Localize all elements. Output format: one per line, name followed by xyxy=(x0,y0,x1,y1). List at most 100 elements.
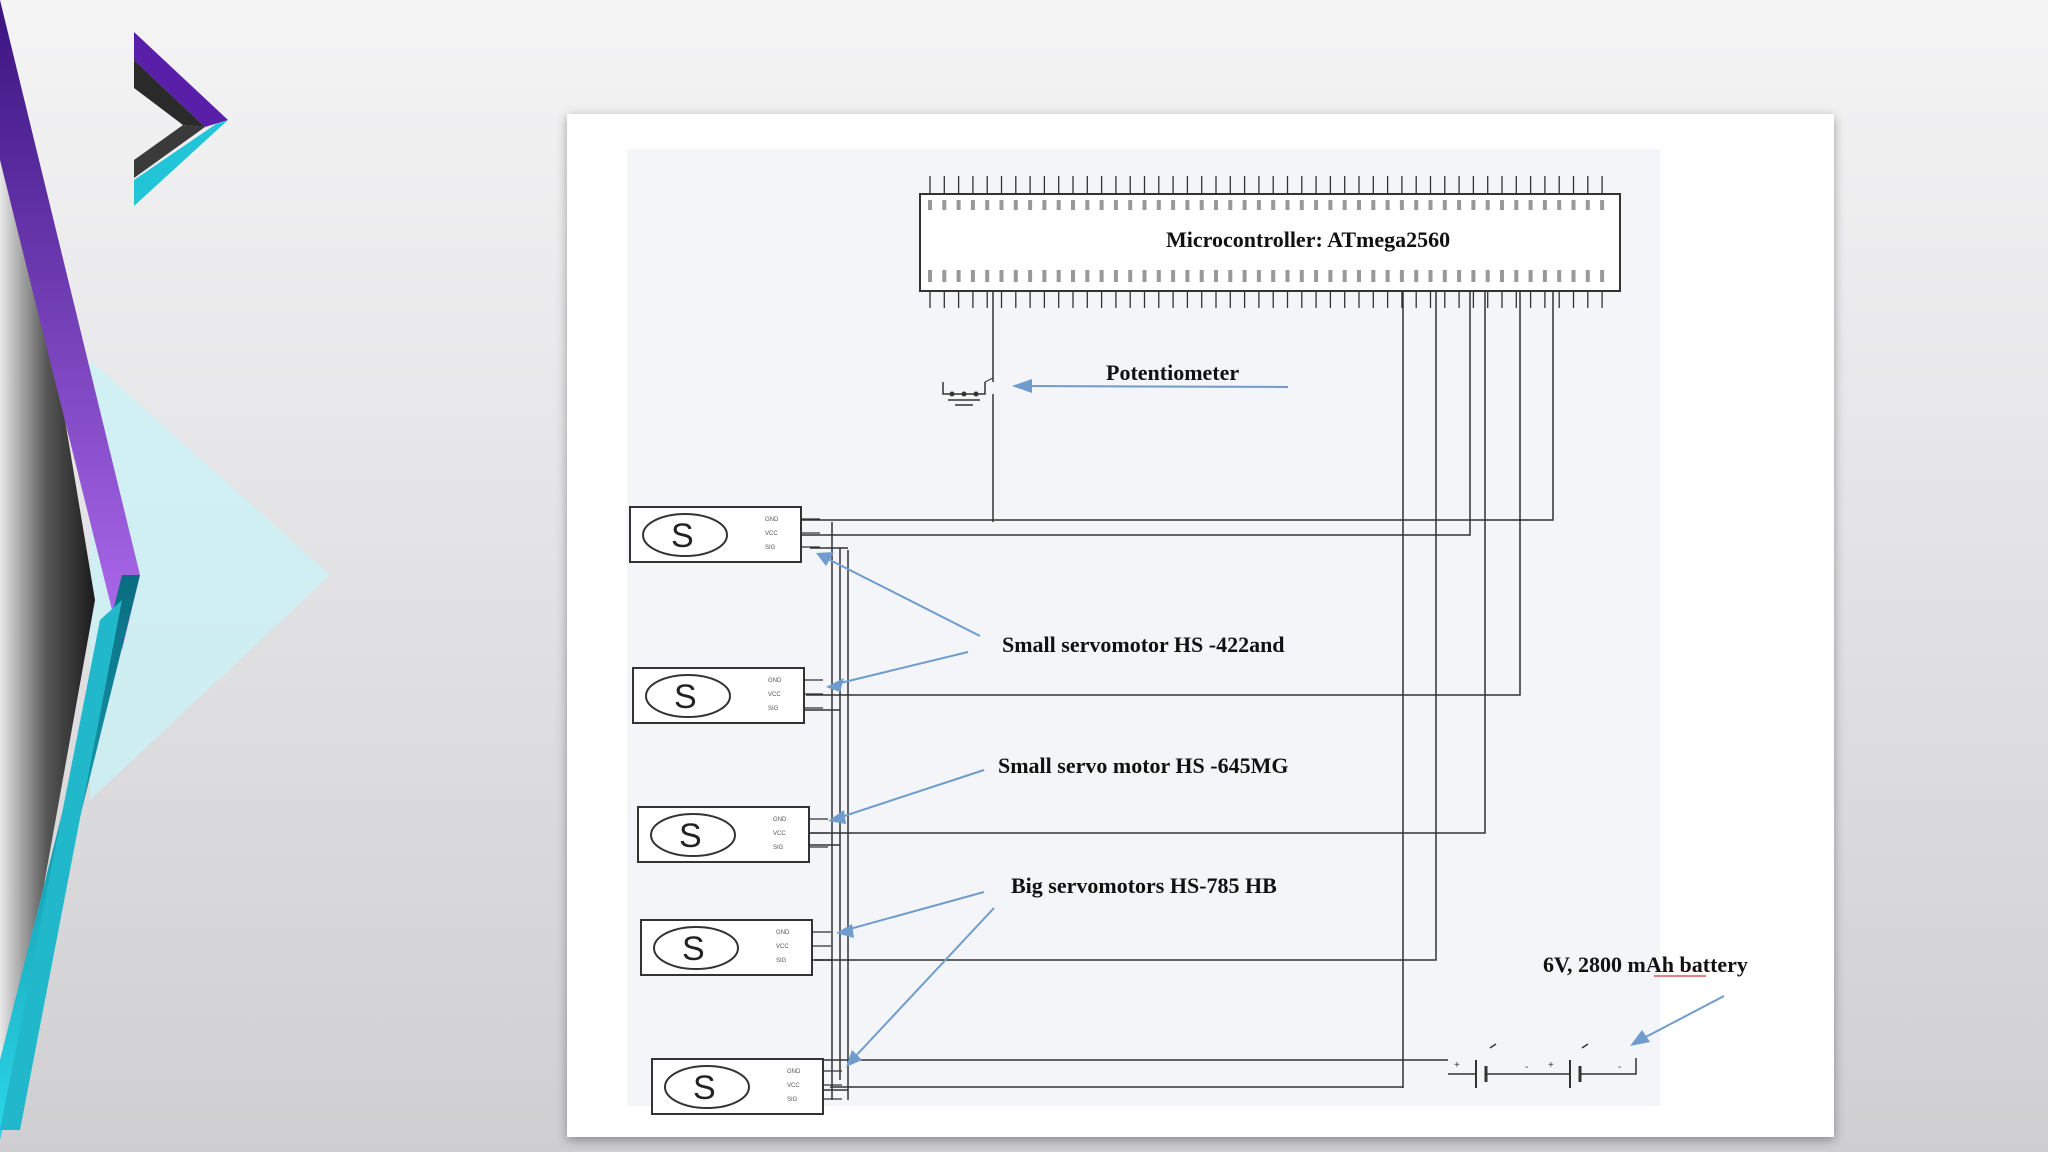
mcu-pin-mark xyxy=(1299,270,1304,282)
mcu-pin-mark xyxy=(1457,270,1462,282)
svg-text:-: - xyxy=(1618,1062,1621,1073)
microcontroller-label: Microcontroller: ATmega2560 xyxy=(1166,227,1450,252)
servo-pin-label: VCC xyxy=(773,831,786,837)
mcu-pin-mark xyxy=(1528,200,1533,210)
mcu-pin-mark xyxy=(956,200,961,210)
servo-pin-label: VCC xyxy=(768,692,781,698)
servo-pin-label: VCC xyxy=(765,531,778,537)
potentiometer-arrowhead xyxy=(1012,379,1032,393)
potentiometer xyxy=(942,377,994,406)
mcu-pin-mark xyxy=(1013,200,1018,210)
mcu-pin-mark xyxy=(1128,270,1133,282)
microcontroller-bottom-pins xyxy=(928,270,1605,308)
mcu-pin-mark xyxy=(1371,270,1376,282)
mcu-pin-mark xyxy=(1600,270,1605,282)
mcu-pin-mark xyxy=(942,200,947,210)
mcu-pin-mark xyxy=(928,270,932,282)
mcu-pin-mark xyxy=(1299,200,1304,210)
servo-pin-label: GND xyxy=(773,817,787,823)
mcu-pin-mark xyxy=(928,200,932,210)
mcu-pin-mark xyxy=(1271,200,1276,210)
mcu-pin-mark xyxy=(1214,270,1218,282)
mcu-pin-mark xyxy=(942,270,947,282)
servo-symbol-label: S xyxy=(682,930,705,968)
mcu-pin-mark xyxy=(1371,200,1376,210)
servo-symbol-label: S xyxy=(671,517,694,555)
mcu-pin-mark xyxy=(1285,270,1290,282)
mcu-pin-mark xyxy=(1442,200,1447,210)
mcu-pin-mark xyxy=(1557,200,1562,210)
mcu-pin-mark xyxy=(1528,270,1533,282)
decorative-chevrons xyxy=(0,0,330,1140)
chevron-cyan-icon xyxy=(134,120,228,206)
servo-2: S GND VCC SIG xyxy=(632,667,823,724)
mcu-pin-mark xyxy=(1156,200,1161,210)
mcu-pin-mark xyxy=(1171,270,1176,282)
mcu-pin-mark xyxy=(1399,200,1404,210)
mcu-pin-mark xyxy=(1471,200,1476,210)
mcu-pin-mark xyxy=(1428,200,1433,210)
chevron-dark-icon xyxy=(134,60,205,127)
mcu-pin-mark xyxy=(1028,270,1033,282)
servo-pin-label: GND xyxy=(787,1069,801,1075)
battery-label: 6V, 2800 mAh battery xyxy=(1543,952,1748,977)
mcu-pin-mark xyxy=(1199,270,1204,282)
mcu-pin-mark xyxy=(1342,270,1347,282)
small-servo-label-2: Small servo motor HS -645MG xyxy=(998,753,1288,778)
dark-chevron-band xyxy=(0,30,95,1130)
mcu-pin-mark xyxy=(1314,200,1319,210)
mcu-pin-mark xyxy=(1585,270,1590,282)
svg-text:+: + xyxy=(1454,1060,1460,1071)
battery-symbol xyxy=(1448,1043,1637,1088)
servo-symbol-circle xyxy=(642,513,728,557)
mcu-pin-mark xyxy=(1013,270,1018,282)
mcu-pin-mark xyxy=(1414,270,1419,282)
mcu-pin-mark xyxy=(1156,270,1161,282)
mcu-pin-mark xyxy=(1242,270,1247,282)
servo-pin-label: SIG xyxy=(773,845,784,851)
mcu-pin-mark xyxy=(999,270,1004,282)
mcu-pin-mark xyxy=(1314,270,1319,282)
mcu-pin-mark xyxy=(1071,200,1075,210)
wires xyxy=(799,291,1554,1100)
svg-text:+: + xyxy=(1548,1060,1554,1071)
mcu-pin-mark xyxy=(1028,200,1033,210)
servo-pin-label: VCC xyxy=(787,1083,800,1089)
mcu-pin-mark xyxy=(1142,270,1147,282)
microcontroller: Microcontroller: ATmega2560 xyxy=(919,176,1621,308)
servo-symbol-label: S xyxy=(674,678,697,716)
mcu-pin-mark xyxy=(1042,270,1047,282)
svg-text:-: - xyxy=(1525,1062,1528,1073)
mcu-pin-mark xyxy=(1357,270,1361,282)
mcu-pin-mark xyxy=(1399,270,1404,282)
potentiometer-arrow xyxy=(1019,385,1289,388)
servo-symbol-label: S xyxy=(693,1069,716,1107)
big-servo-label: Big servomotors HS-785 HB xyxy=(1011,873,1277,898)
mcu-pin-mark xyxy=(1128,200,1133,210)
mcu-pin-mark xyxy=(970,200,975,210)
servo-annotation-arrows xyxy=(816,552,995,1067)
small-servo-label-1: Small servomotor HS -422and xyxy=(1002,632,1285,657)
mcu-pin-mark xyxy=(1457,200,1462,210)
servo-pin-label: SIG xyxy=(768,706,779,712)
mcu-pin-mark xyxy=(1571,200,1576,210)
servo-pin-label: GND xyxy=(768,678,782,684)
battery-polarity-marks: + - + - xyxy=(1454,1060,1621,1073)
mcu-pin-mark xyxy=(1514,200,1519,210)
mcu-pin-mark xyxy=(1113,200,1118,210)
mcu-pin-mark xyxy=(1185,200,1190,210)
mcu-pin-mark xyxy=(1199,200,1204,210)
servo-symbol-circle xyxy=(650,813,736,857)
mcu-pin-mark xyxy=(956,270,961,282)
microcontroller-top-pins xyxy=(928,176,1605,210)
mcu-pin-mark xyxy=(1385,270,1390,282)
battery-arrow xyxy=(1639,995,1725,1041)
mcu-pin-mark xyxy=(1500,270,1504,282)
mcu-pin-mark xyxy=(1442,270,1447,282)
mcu-pin-mark xyxy=(1485,200,1490,210)
potentiometer-label: Potentiometer xyxy=(1106,360,1239,385)
